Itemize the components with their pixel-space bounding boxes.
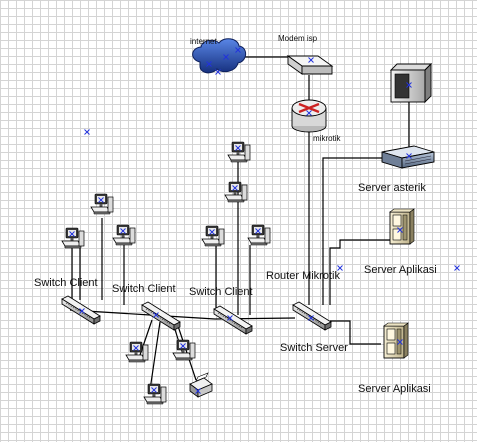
client-pc[interactable] xyxy=(247,224,271,246)
switch-server[interactable] xyxy=(292,301,332,331)
connection-lines xyxy=(69,56,410,391)
server-aplikasi-1[interactable] xyxy=(389,208,415,245)
switch-client-3-label: Switch Client xyxy=(189,286,253,298)
modem-isp[interactable] xyxy=(286,55,334,75)
switch-server-label: Switch Server xyxy=(280,342,348,354)
router-mikrotik-label: Router Mikrotik xyxy=(266,270,340,282)
client-pc[interactable] xyxy=(172,339,196,361)
switch-client-2-label: Switch Client xyxy=(112,283,176,295)
mikrotik-label: mikrotik xyxy=(313,134,342,143)
rack-server[interactable] xyxy=(389,62,433,104)
client-pc[interactable] xyxy=(143,383,167,405)
client-pc[interactable] xyxy=(90,193,114,215)
server-asterik-label: Server asterik xyxy=(358,182,426,194)
client-pc[interactable] xyxy=(61,227,85,249)
switch-client-3[interactable] xyxy=(213,305,253,335)
link-aplikasi1-switch xyxy=(329,239,392,305)
mikrotik-router[interactable] xyxy=(291,99,327,133)
server-aplikasi-2-label: Server Aplikasi xyxy=(358,383,431,395)
internet-cloud[interactable] xyxy=(192,38,247,75)
server-aplikasi-2[interactable] xyxy=(383,322,409,359)
client-pc[interactable] xyxy=(112,224,136,246)
client-pc[interactable] xyxy=(227,141,251,163)
server-aplikasi-1-label: Server Aplikasi xyxy=(364,264,437,276)
internet-label: internet xyxy=(190,37,217,46)
link-switch-backbone xyxy=(69,309,296,320)
link-switch-aplikasi2 xyxy=(330,320,381,345)
client-pc[interactable] xyxy=(224,181,248,203)
client-pc[interactable] xyxy=(125,341,149,363)
switch-client-1-label: Switch Client xyxy=(34,277,98,289)
client-pc[interactable] xyxy=(201,225,225,247)
link-sw2-drops xyxy=(139,319,197,391)
switch-client-1[interactable] xyxy=(61,295,101,325)
server-asterik[interactable] xyxy=(381,145,435,169)
link-asterisk-switch xyxy=(322,157,382,305)
modem-label: Modem isp xyxy=(278,34,318,43)
printer[interactable] xyxy=(189,372,213,398)
